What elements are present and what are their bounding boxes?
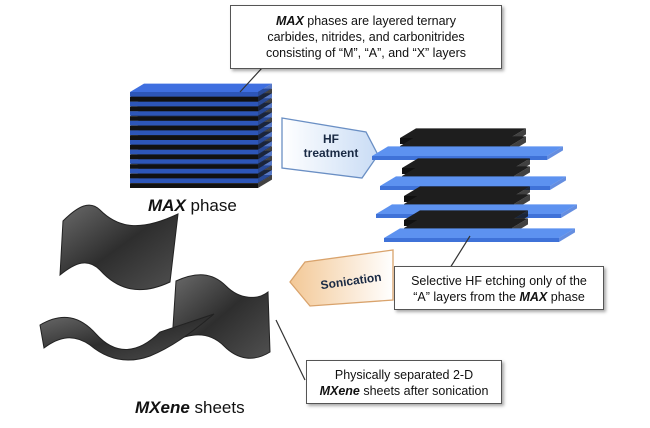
etched-blue-layer <box>372 146 563 160</box>
max-term: MAX <box>148 196 186 215</box>
max-term: MAX <box>519 290 548 304</box>
callout-text: carbides, nitrides, and carbonitrides <box>267 30 465 44</box>
max-callout-pointer <box>239 67 263 93</box>
etched-blue-layer <box>384 228 575 242</box>
hf-label-line2: treatment <box>303 146 359 160</box>
callout-text: phase <box>547 290 585 304</box>
max-phase-label: MAX phase <box>148 196 237 216</box>
callout-text: Physically separated 2-D <box>334 368 474 382</box>
hf-treatment-label: HF treatment <box>296 132 366 160</box>
max-phase-layer-stack <box>130 83 272 188</box>
sonication-arrow <box>289 249 394 307</box>
mxene-term: MXene <box>319 384 360 398</box>
mxene-sheets-label: MXene sheets <box>135 398 245 418</box>
callout-text: phases are layered ternary <box>303 14 456 28</box>
callout-text: consisting of “M”, “A”, and “X” layers <box>265 46 467 60</box>
etch-description-callout: Selective HF etching only of the “A” lay… <box>394 266 604 310</box>
sheet-callout-pointer <box>275 319 306 381</box>
hf-label-line1: HF <box>323 132 339 146</box>
mxene-sheet-1 <box>59 204 179 291</box>
label-text: phase <box>185 196 237 215</box>
mxene-sheet-2 <box>171 274 271 359</box>
hf-treatment-arrow <box>281 117 379 179</box>
max-blue-layer <box>130 83 272 97</box>
sheet-description-callout: Physically separated 2-D MXene sheets af… <box>306 360 502 404</box>
mxene-term: MXene <box>135 398 190 417</box>
etch-callout-pointer <box>449 235 471 269</box>
callout-text: Selective HF etching only of the <box>411 274 587 288</box>
mxene-sheet-3 <box>39 313 215 361</box>
callout-text: sheets after sonication <box>359 384 489 398</box>
max-description-callout: MAX phases are layered ternary carbides,… <box>230 5 502 69</box>
etched-layer-stack <box>372 128 577 242</box>
callout-text: “A” layers from the <box>413 290 520 304</box>
label-text: sheets <box>189 398 245 417</box>
max-term: MAX <box>276 14 304 28</box>
